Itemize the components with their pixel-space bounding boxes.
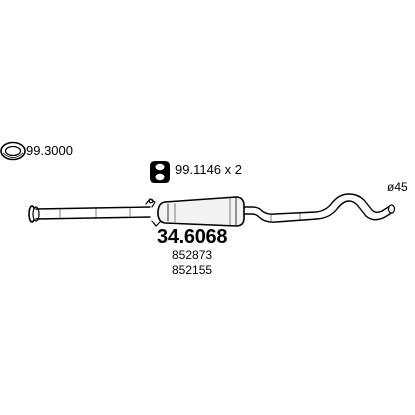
front-pipe xyxy=(35,206,151,220)
silencer-body xyxy=(157,196,245,227)
tail-pipe xyxy=(243,193,396,223)
rubber-mount-icon xyxy=(150,161,170,183)
oem-reference: 852873 xyxy=(172,248,213,262)
clamp-part-code: 99.1146 x 2 xyxy=(175,162,242,177)
inlet-flange xyxy=(28,205,40,223)
oem-reference: 852155 xyxy=(172,263,213,277)
hanger-bracket xyxy=(145,198,161,227)
ring-gasket-icon xyxy=(0,141,26,161)
gasket-part-code: 99.3000 xyxy=(26,143,73,158)
pipe-diameter-label: ø45 xyxy=(387,180,408,194)
exhaust-pipe-assembly xyxy=(28,193,396,227)
part-number: 34.6068 xyxy=(157,226,228,248)
